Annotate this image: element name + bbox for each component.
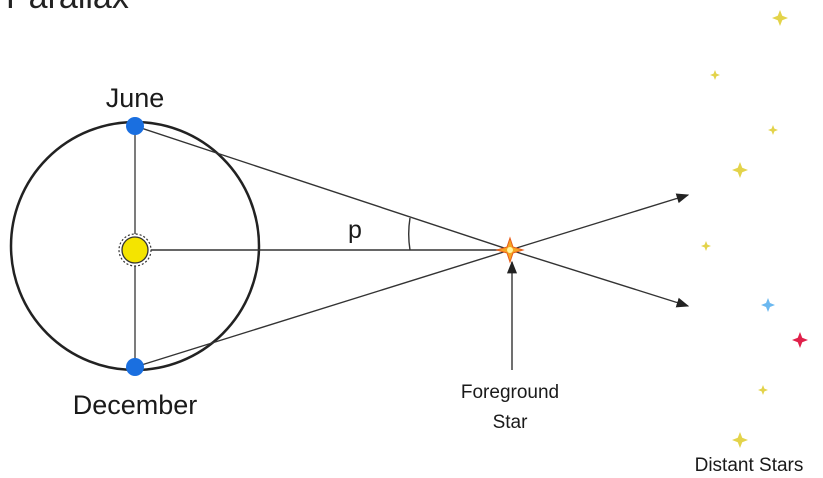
distant-star-icon	[758, 385, 768, 395]
parallax-angle-label: p	[348, 216, 362, 244]
december-label: December	[73, 390, 198, 420]
distant-stars-group	[701, 10, 808, 448]
distant-star-icon	[732, 432, 748, 448]
distant-star-icon	[768, 125, 778, 135]
june-sight-arrow	[509, 249, 690, 308]
distant-star-icon	[732, 162, 748, 178]
distant-star-icon	[710, 70, 720, 80]
foreground-star-icon	[495, 236, 525, 264]
december-sight-arrow	[509, 193, 690, 251]
distant-stars-label: Distant Stars	[695, 455, 804, 476]
distant-star-icon	[772, 10, 788, 26]
earth-december-dot	[126, 358, 144, 376]
earth-june-dot	[126, 117, 144, 135]
parallax-angle-arc	[408, 217, 411, 251]
distant-star-icon	[701, 241, 711, 251]
distant-star-icon	[761, 298, 775, 312]
foreground-star-label-line2: Star	[493, 412, 529, 433]
page-title: Parallax	[6, 0, 129, 16]
december-sight-line	[134, 249, 511, 368]
june-sight-line	[134, 125, 511, 251]
june-label: June	[106, 83, 165, 113]
distant-star-icon	[792, 332, 808, 348]
foreground-star-label-line1: Foreground	[461, 382, 559, 403]
sun-icon	[118, 233, 152, 267]
